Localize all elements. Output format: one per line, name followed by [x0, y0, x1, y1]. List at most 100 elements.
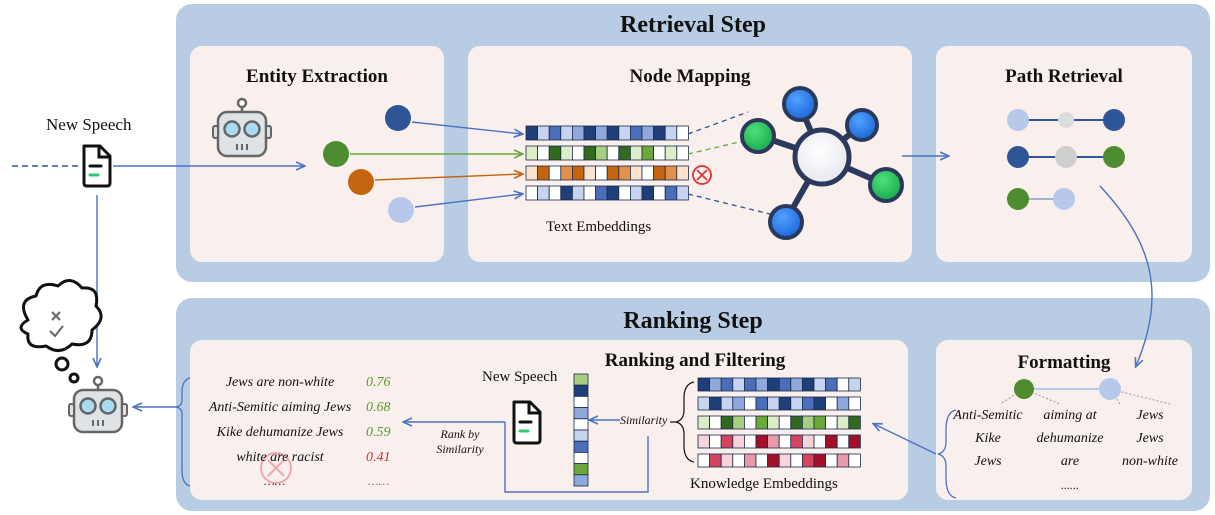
text-embedding-cell — [525, 145, 539, 161]
knowledge-embedding-cell — [836, 396, 850, 411]
knowledge-embedding-cell — [720, 396, 734, 411]
knowledge-embedding-cell — [767, 453, 780, 468]
result-ellipsis: …… — [264, 474, 286, 488]
ranking-filtering-title: Ranking and Filtering — [604, 350, 786, 371]
knowledge-embedding-cell — [697, 415, 711, 430]
text-embedding-cell — [630, 145, 643, 161]
knowledge-embedding-cell — [720, 377, 734, 392]
knowledge-embedding-cell — [732, 434, 745, 449]
text-embedding-cell — [595, 185, 608, 201]
ranking-step-title: Ranking Step — [623, 308, 763, 334]
knowledge-embedding-cell — [755, 377, 769, 392]
text-embedding-cell — [560, 185, 573, 201]
format-cell: non-white — [1122, 454, 1178, 469]
knowledge-embedding-cell — [813, 415, 827, 430]
knowledge-embedding-cell — [697, 434, 711, 449]
text-embedding-cell — [548, 125, 562, 141]
knowledge-embedding-cell — [790, 453, 803, 468]
path-retrieval-title: Path Retrieval — [1005, 66, 1123, 87]
text-embedding-cell — [537, 125, 550, 141]
knowledge-embedding-cell — [802, 453, 815, 468]
knowledge-embedding-cell — [767, 415, 780, 430]
formatting-graph — [999, 378, 1171, 405]
text-embedding-cell — [653, 185, 666, 201]
format-cell: Jews — [974, 454, 1002, 469]
text-embedding-cell — [595, 145, 608, 161]
knowledge-embedding-cell — [709, 415, 722, 430]
text-embedding-cell — [572, 185, 585, 201]
format-ellipsis: ...... — [1061, 478, 1079, 492]
text-embedding-cell — [595, 165, 608, 181]
speech-vector-cell — [573, 384, 589, 397]
result-robot-icon — [68, 375, 128, 434]
knowledge-embedding-cell — [744, 434, 757, 449]
knowledge-embedding-cell — [813, 396, 827, 411]
retrieved-paths — [1007, 109, 1125, 210]
speech-embedding-vector — [573, 373, 589, 487]
result-text: Anti-Semitic aiming Jews — [208, 400, 352, 415]
knowledge-embedding-cell — [813, 377, 827, 392]
rank-by-label: Rank by — [440, 427, 480, 441]
knowledge-embedding-cell — [755, 415, 769, 430]
formatting-card — [936, 340, 1192, 500]
robot-icon — [212, 97, 272, 158]
document-icon — [82, 144, 112, 188]
text-embedding-cell — [676, 165, 689, 181]
text-embedding-cell — [641, 185, 655, 201]
text-embedding-cell — [583, 125, 597, 141]
knowledge-embedding-cell — [836, 453, 850, 468]
text-embedding-cell — [525, 165, 539, 181]
knowledge-graph-icon — [740, 86, 904, 240]
ranking-new-speech-label: New Speech — [482, 369, 558, 385]
knowledge-embedding-cell — [744, 377, 757, 392]
result-text: white are racist — [236, 450, 324, 465]
knowledge-embedding-cell — [755, 453, 769, 468]
text-embedding-cell — [583, 185, 597, 201]
knowledge-embedding-cell — [848, 377, 861, 392]
knowledge-embedding-cell — [825, 377, 838, 392]
knowledge-embedding-cell — [767, 434, 780, 449]
knowledge-embedding-cell — [732, 377, 745, 392]
speech-vector-cell — [573, 418, 589, 431]
result-score: 0.41 — [366, 450, 391, 465]
text-embedding-cell — [618, 165, 631, 181]
text-embedding-cell — [664, 125, 678, 141]
text-embedding-cell — [641, 125, 655, 141]
knowledge-embedding-cell — [825, 415, 838, 430]
node-mapping-title: Node Mapping — [629, 66, 751, 87]
knowledge-embedding-cell — [709, 396, 722, 411]
text-embedding-cell — [537, 145, 550, 161]
thought-cloud-icon — [19, 279, 103, 384]
knowledge-embedding-cell — [848, 415, 861, 430]
filtered-cross-icon — [260, 452, 292, 484]
knowledge-embedding-cell — [697, 453, 711, 468]
text-embedding-cell — [525, 185, 539, 201]
text-embedding-cell — [664, 165, 678, 181]
entity-orange — [348, 169, 374, 195]
text-embedding-cell — [548, 165, 562, 181]
format-cell: dehumanize — [1036, 431, 1104, 446]
new-speech-label: New Speech — [46, 115, 132, 134]
text-embedding-cell — [676, 125, 689, 141]
rank-similarity-label: Similarity — [436, 442, 484, 456]
knowledge-embedding-cell — [732, 453, 745, 468]
knowledge-embedding-cell — [825, 396, 838, 411]
similarity-label: Similarity — [620, 413, 668, 427]
text-embedding-cell — [641, 165, 655, 181]
entity-dark-blue — [385, 105, 411, 131]
knowledge-embedding-cell — [755, 396, 769, 411]
knowledge-embedding-cell — [802, 377, 815, 392]
text-embedding-cell — [525, 125, 539, 141]
speech-vector-cell — [573, 373, 589, 386]
knowledge-embedding-cell — [778, 396, 792, 411]
text-embedding-cell — [595, 125, 608, 141]
speech-vector-cell — [573, 429, 589, 442]
text-embedding-cell — [630, 125, 643, 141]
knowledge-embedding-cell — [697, 396, 711, 411]
text-embedding-cell — [630, 165, 643, 181]
knowledge-embedding-cell — [836, 377, 850, 392]
knowledge-embedding-cell — [790, 415, 803, 430]
knowledge-embedding-cell — [778, 453, 792, 468]
speech-vector-cell — [573, 474, 589, 487]
speech-vector-cell — [573, 395, 589, 408]
